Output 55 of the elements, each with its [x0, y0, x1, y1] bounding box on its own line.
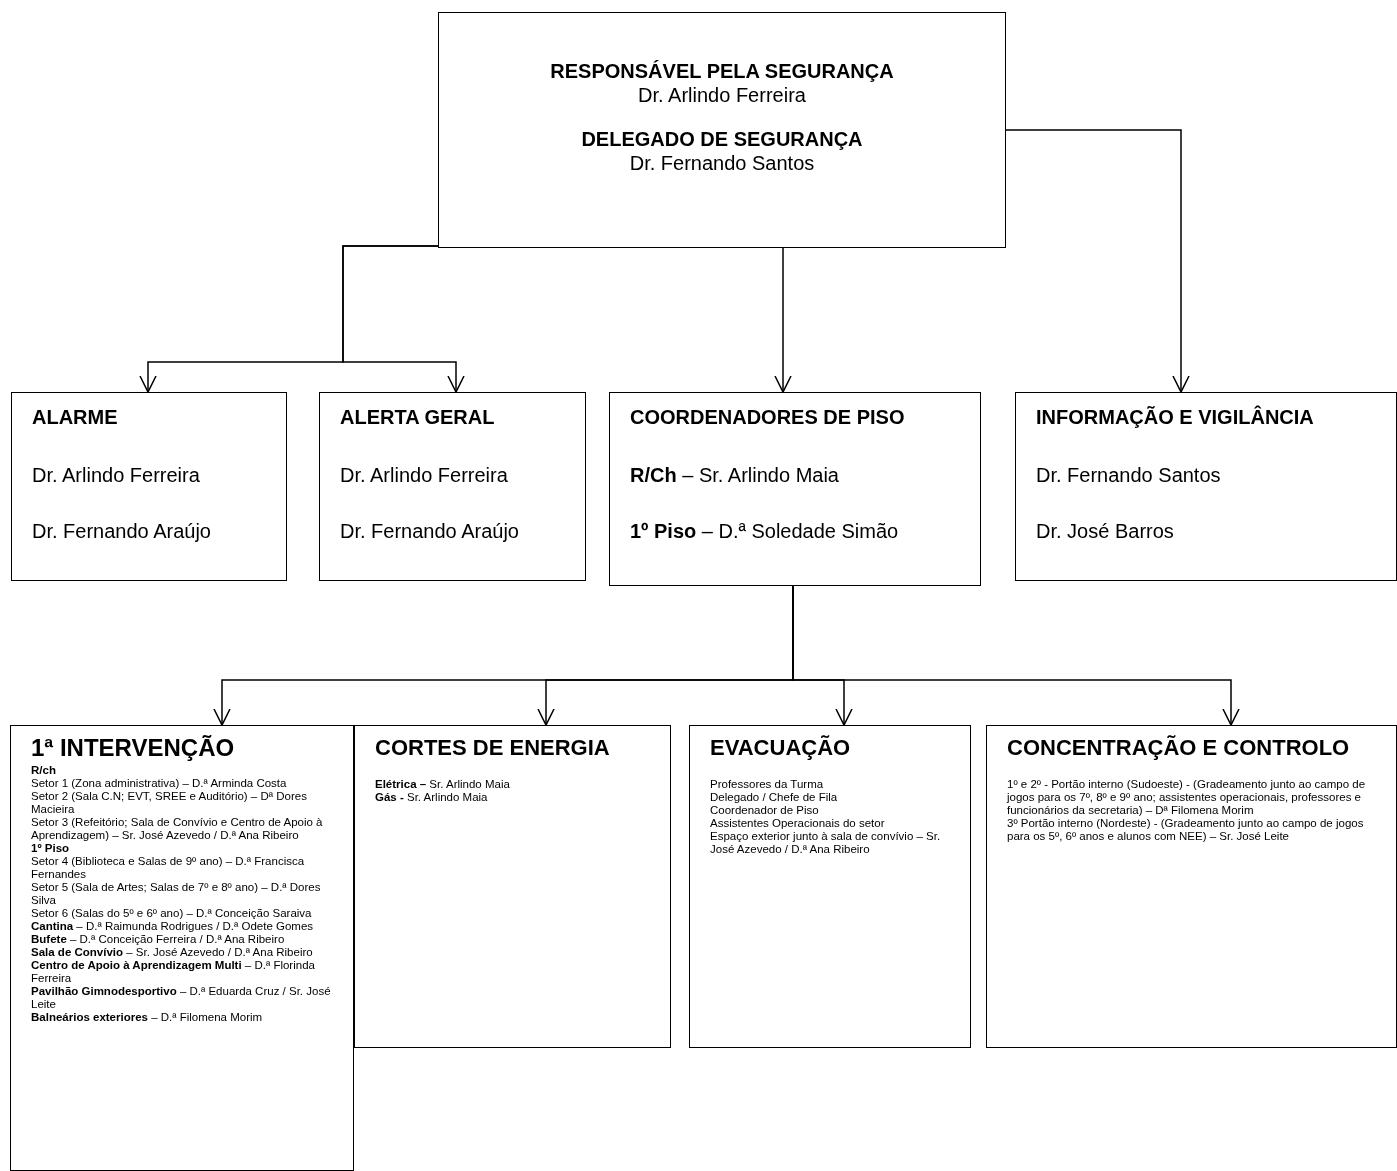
- role-heading: INFORMAÇÃO E VIGILÂNCIA: [1036, 405, 1315, 429]
- assignment-text: Setor 6 (Salas do 5º e 6º ano) – D.ª Conceição Saraiva: [31, 907, 313, 920]
- assignment-text: Bufete – D.ª Conceição Ferreira / D.ª Ana Ribeiro: [31, 933, 286, 946]
- role-heading: ALERTA GERAL: [340, 405, 496, 429]
- role-heading: RESPONSÁVEL PELA SEGURANÇA: [549, 59, 895, 83]
- assignment-text: Professores da Turma: [710, 778, 825, 791]
- assignment-text: Elétrica – Sr. Arlindo Maia: [375, 778, 511, 791]
- assignment-text: Centro de Apoio à Aprendizagem Multi – D.ª Florinda Ferreira: [31, 959, 316, 985]
- org-box: [354, 725, 671, 1048]
- org-box: [689, 725, 971, 1048]
- org-box: [986, 725, 1397, 1048]
- org-box: [10, 725, 354, 1171]
- org-box: [438, 12, 1006, 248]
- assignment-text: Setor 1 (Zona administrativa) – D.ª Arminda Costa: [31, 777, 288, 790]
- assignment-text: Dr. Fernando Santos: [1036, 463, 1222, 487]
- role-heading: COORDENADORES DE PISO: [630, 405, 906, 429]
- arrow: [342, 245, 465, 393]
- role-heading: CONCENTRAÇÃO E CONTROLO: [1007, 734, 1351, 762]
- assignment-text: Setor 5 (Sala de Artes; Salas de 7º e 8º ano) – D.ª Dores Silva: [31, 881, 322, 907]
- assignment-text: 1º Piso: [31, 842, 71, 855]
- assignment-text: Cantina – D.ª Raimunda Rodrigues / D.ª Odete Gomes: [31, 920, 315, 933]
- arrow: [774, 247, 792, 393]
- role-heading: ALARME: [32, 405, 119, 429]
- role-heading: CORTES DE ENERGIA: [375, 734, 611, 762]
- assignment-text: Dr. Fernando Santos: [628, 151, 816, 175]
- assignment-text: 1º e 2º - Portão interno (Sudoeste) - (Gradeamento junto ao campo de jogos para os 7º, 8º e 9º ano; assistentes operacionais, professores e funcionários da secretaria) – Dª Filomena Morim: [1007, 778, 1367, 817]
- assignment-text: Dr. José Barros: [1036, 519, 1175, 543]
- assignment-text: Dr. Arlindo Ferreira: [32, 463, 201, 487]
- org-box: [609, 392, 981, 586]
- assignment-text: R/ch: [31, 764, 57, 777]
- assignment-text: Setor 4 (Biblioteca e Salas de 9º ano) – D.ª Francisca Fernandes: [31, 855, 306, 881]
- assignment-text: Espaço exterior junto à sala de convívio – Sr. José Azevedo / D.ª Ana Ribeiro: [710, 830, 942, 856]
- role-heading: 1ª INTERVENÇÃO: [31, 734, 236, 762]
- role-heading: DELEGADO DE SEGURANÇA: [580, 127, 864, 151]
- assignment-text: Pavilhão Gimnodesportivo – D.ª Eduarda Cruz / Sr. José Leite: [31, 985, 332, 1011]
- assignment-text: Dr. Fernando Araújo: [340, 519, 520, 543]
- assignment-text: Dr. Arlindo Ferreira: [637, 83, 807, 107]
- org-box: [11, 392, 287, 581]
- assignment-text: R/Ch – Sr. Arlindo Maia: [630, 463, 840, 487]
- assignment-text: Dr. Arlindo Ferreira: [340, 463, 509, 487]
- assignment-text: 3º Portão interno (Nordeste) - (Gradeamento junto ao campo de jogos para os 5º, 6º anos e alunos com NEE) – Sr. José Leite: [1007, 817, 1365, 843]
- arrow: [1005, 129, 1190, 393]
- org-box: [1015, 392, 1397, 581]
- assignment-text: Setor 3 (Refeitório; Sala de Convívio e Centro de Apoio à Aprendizagem) – Sr. José Azevedo / D.ª Ana Ribeiro: [31, 816, 324, 842]
- assignment-text: Setor 2 (Sala C.N; EVT, SREE e Auditório) – Dª Dores Macieira: [31, 790, 308, 816]
- assignment-text: Gás - Sr. Arlindo Maia: [375, 791, 489, 804]
- assignment-text: Delegado / Chefe de Fila: [710, 791, 839, 804]
- assignment-text: Assistentes Operacionais do setor: [710, 817, 886, 830]
- assignment-text: Sala de Convívio – Sr. José Azevedo / D.ª Ana Ribeiro: [31, 946, 314, 959]
- assignment-text: Coordenador de Piso: [710, 804, 820, 817]
- assignment-text: Balneários exteriores – D.ª Filomena Morim: [31, 1011, 264, 1024]
- org-box: [319, 392, 586, 581]
- role-heading: EVACUAÇÃO: [710, 734, 852, 762]
- assignment-text: Dr. Fernando Araújo: [32, 519, 212, 543]
- assignment-text: 1º Piso – D.ª Soledade Simão: [630, 519, 900, 543]
